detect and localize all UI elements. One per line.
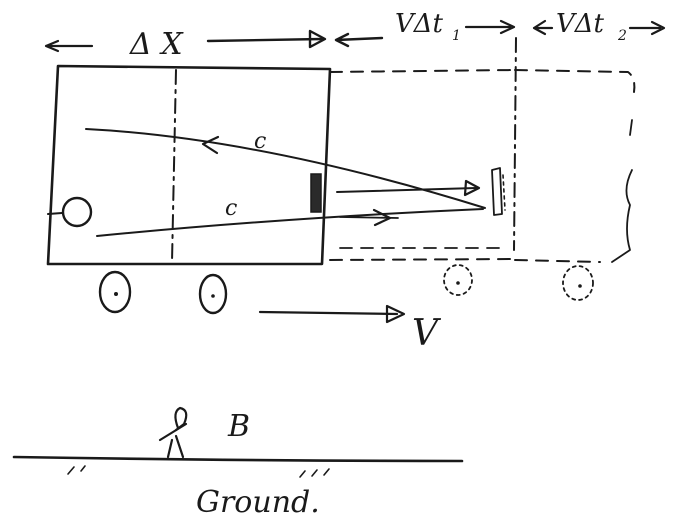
wheel-moved-1 [443, 264, 473, 296]
v-dt1-subscript: 1 [452, 28, 461, 44]
observer-label: B [227, 409, 250, 444]
delta-x-dimension: Δ X [44, 27, 384, 62]
v-dt2-subscript: 2 [617, 28, 627, 44]
delta-x-label: Δ X [129, 27, 184, 62]
c-label-lower: c [225, 196, 237, 221]
v-dt1-label: VΔt [395, 9, 444, 39]
train-car-moved-1 [329, 37, 517, 296]
v-dt1-dimension: VΔt 1 [395, 9, 516, 44]
ground-label: Ground. [196, 485, 320, 520]
train-car-moved-2 [514, 69, 636, 301]
wheel-front [98, 270, 132, 314]
velocity-arrow: V [258, 304, 442, 354]
c-label-upper: c [254, 129, 266, 154]
wheel-rear [198, 273, 228, 315]
detector-plate [310, 173, 322, 213]
light-source [61, 196, 93, 228]
train-car [46, 64, 332, 315]
ground-line: Ground. [12, 455, 464, 520]
observer-b: B [158, 406, 250, 459]
light-rays: c c [85, 128, 486, 237]
v-dt2-label: VΔt [556, 9, 605, 39]
velocity-label: V [412, 313, 442, 354]
v-dt2-dimension: VΔt 2 [532, 9, 666, 44]
wheel-moved-2 [562, 265, 594, 301]
